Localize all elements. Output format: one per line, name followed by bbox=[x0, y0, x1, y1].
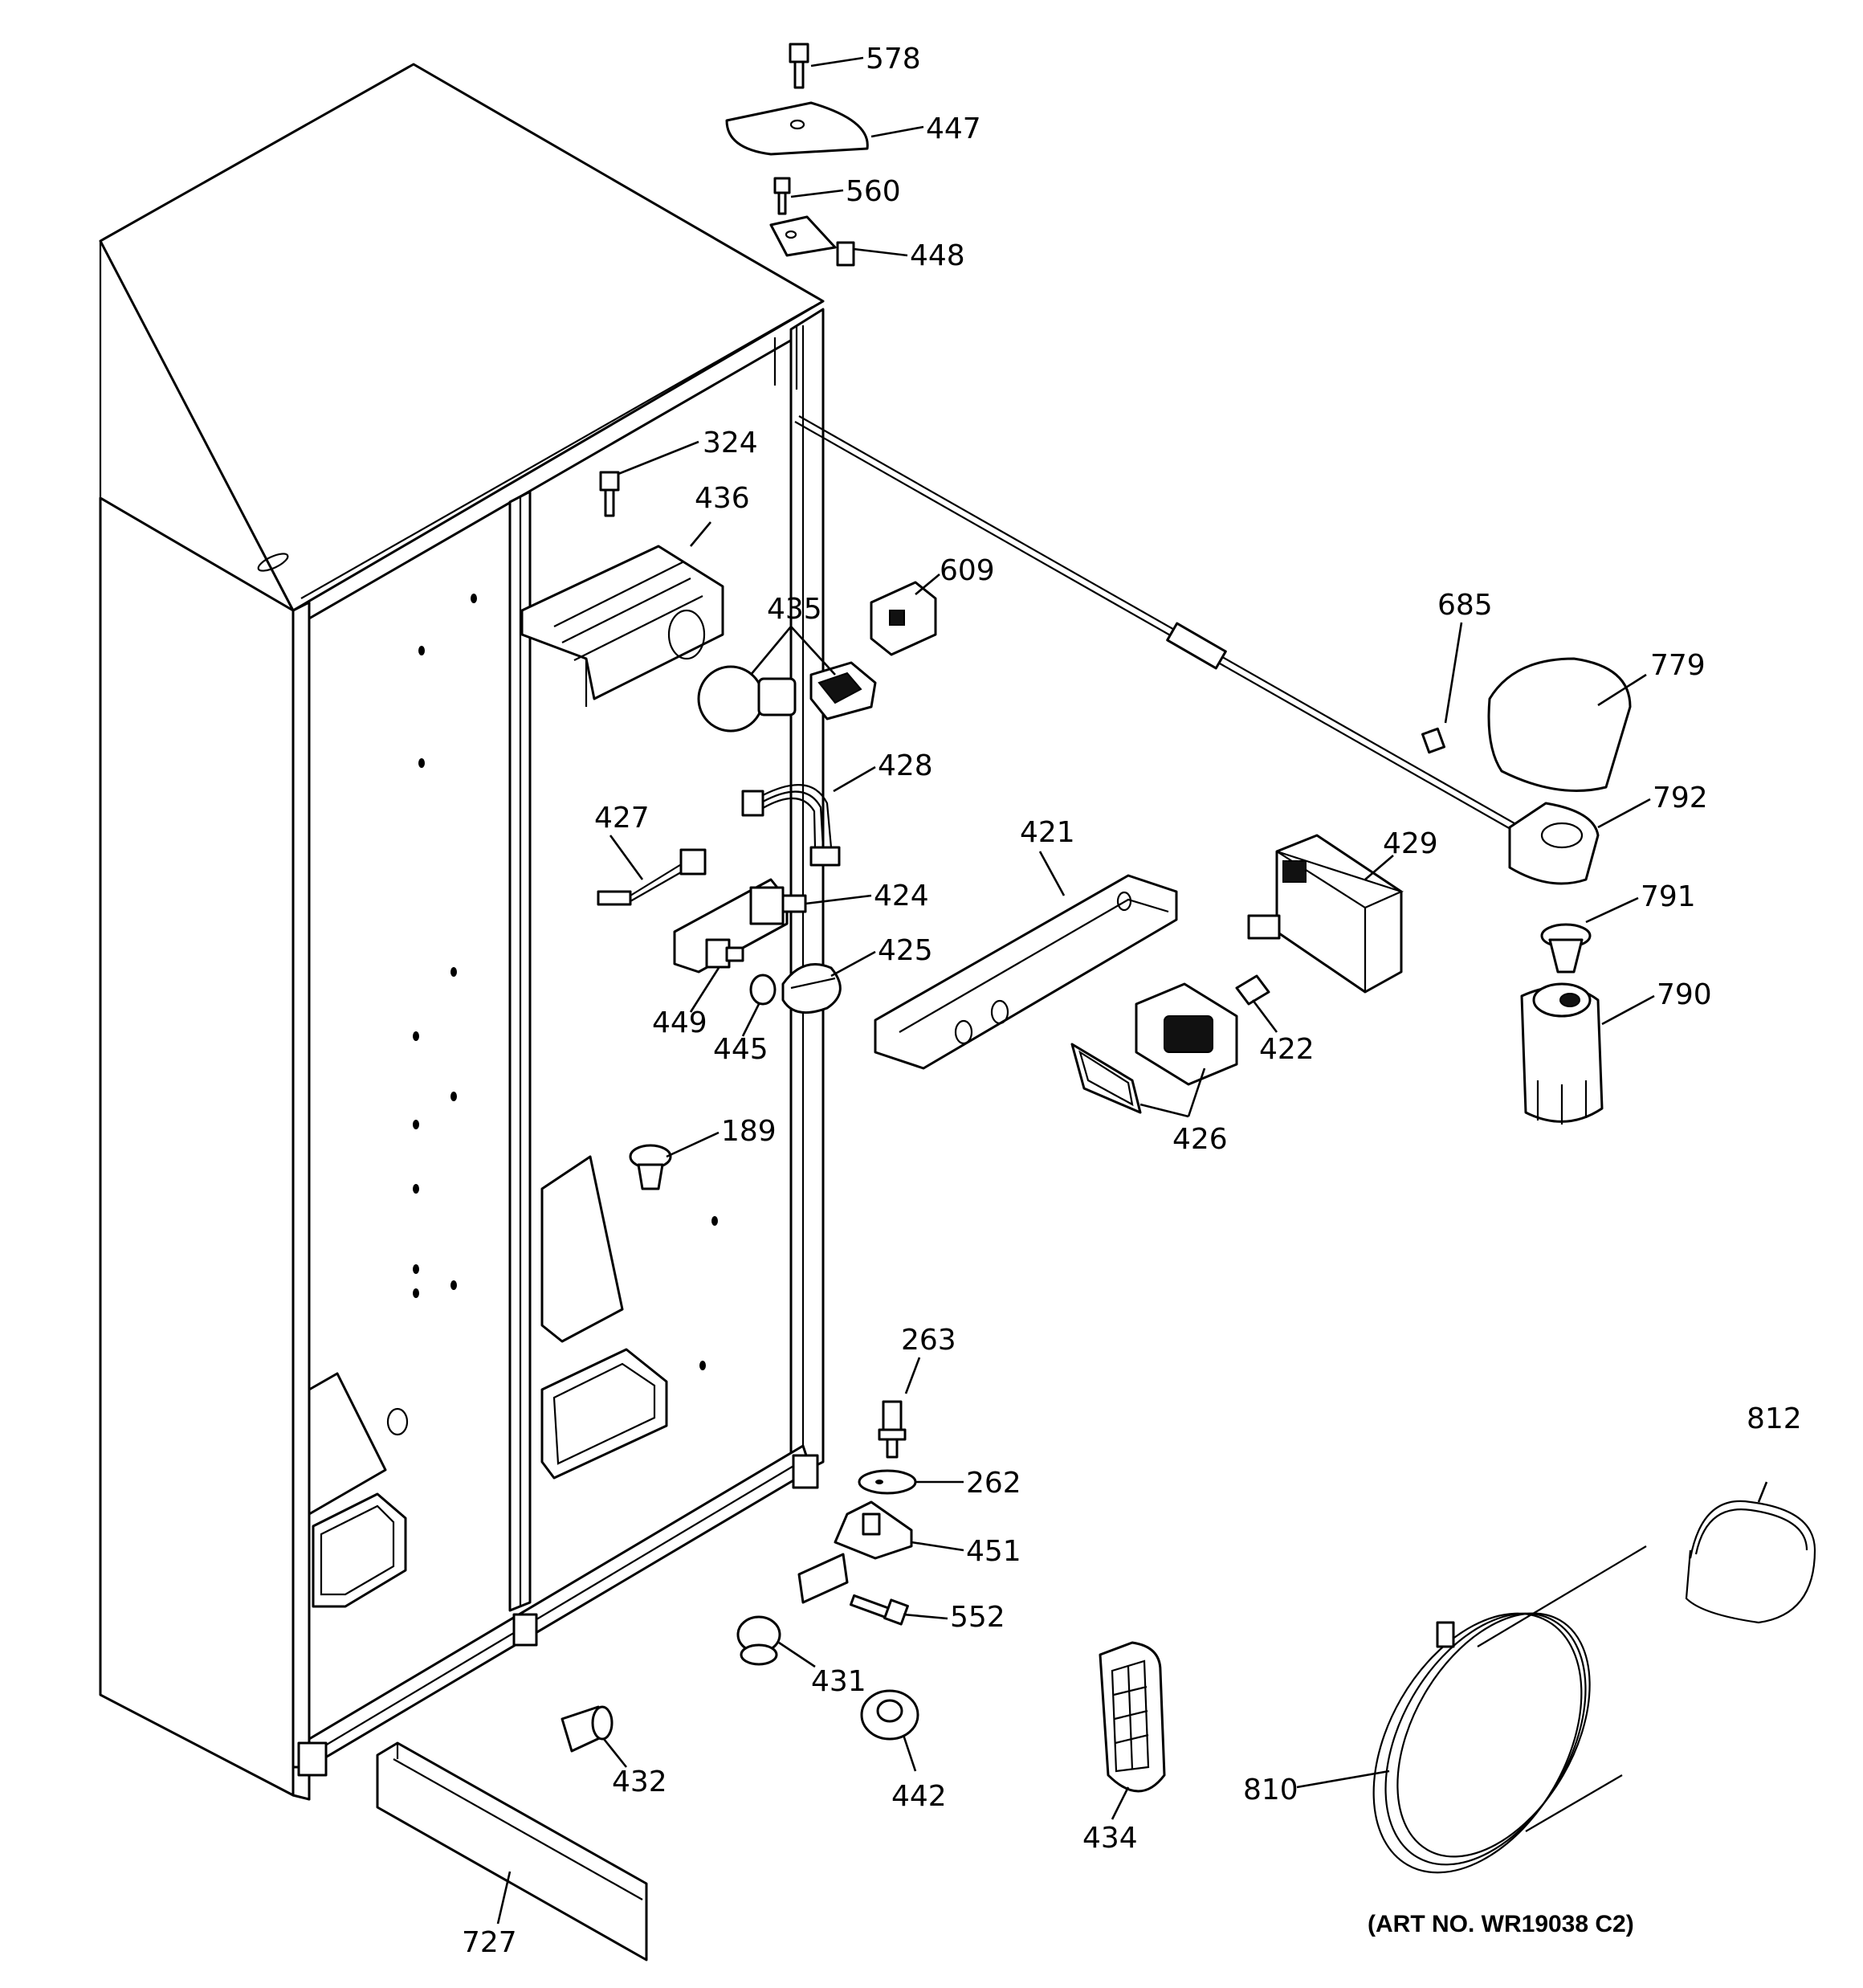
callout-447: 447 bbox=[926, 112, 981, 145]
callout-429: 429 bbox=[1383, 827, 1438, 860]
control-knob-425 bbox=[781, 963, 842, 1014]
grille-434 bbox=[1099, 1641, 1166, 1793]
water-line-810 bbox=[1372, 1545, 1647, 1874]
callout-426: 426 bbox=[1172, 1123, 1228, 1156]
callout-436: 436 bbox=[695, 482, 750, 515]
callout-428: 428 bbox=[878, 749, 933, 782]
dispenser-button-426 bbox=[1070, 982, 1238, 1114]
water-tube bbox=[794, 415, 1527, 836]
leader-lines bbox=[496, 56, 1768, 1925]
dispenser-part-422 bbox=[1235, 974, 1270, 1006]
callout-422: 422 bbox=[1259, 1033, 1315, 1066]
switch-609 bbox=[870, 581, 937, 656]
callout-425: 425 bbox=[878, 934, 933, 967]
top-hinge-448 bbox=[769, 215, 855, 267]
control-424 bbox=[673, 878, 807, 974]
callout-560: 560 bbox=[846, 175, 901, 208]
screw-324 bbox=[599, 471, 620, 517]
callout-263: 263 bbox=[901, 1324, 956, 1357]
callout-451: 451 bbox=[966, 1535, 1021, 1568]
light-socket-435 bbox=[809, 661, 877, 720]
base-grille-727 bbox=[376, 1741, 648, 1961]
callout-424: 424 bbox=[874, 880, 929, 912]
screw-685 bbox=[1421, 727, 1446, 754]
callout-262: 262 bbox=[966, 1467, 1021, 1500]
callout-578: 578 bbox=[866, 43, 921, 76]
callout-449: 449 bbox=[652, 1006, 707, 1039]
callout-812: 812 bbox=[1747, 1402, 1802, 1435]
wire-harness-428 bbox=[741, 784, 841, 867]
dispenser-housing-421 bbox=[874, 874, 1178, 1070]
hinge-cover-447 bbox=[725, 101, 869, 156]
callout-448: 448 bbox=[910, 239, 965, 272]
callout-791: 791 bbox=[1641, 880, 1696, 913]
callout-790: 790 bbox=[1657, 978, 1712, 1011]
hinge-screw-578 bbox=[789, 43, 809, 89]
water-filter-790 bbox=[1520, 982, 1604, 1125]
control-449 bbox=[705, 938, 744, 969]
screw-552 bbox=[850, 1594, 909, 1626]
callout-792: 792 bbox=[1653, 782, 1708, 814]
callout-445: 445 bbox=[713, 1033, 768, 1066]
callout-435: 435 bbox=[767, 593, 822, 626]
callout-685: 685 bbox=[1437, 589, 1493, 622]
bottom-hinge-451 bbox=[797, 1500, 913, 1604]
filter-housing-792 bbox=[1508, 802, 1600, 885]
callout-727: 727 bbox=[462, 1926, 517, 1959]
plug-189 bbox=[629, 1144, 672, 1190]
callout-434: 434 bbox=[1082, 1822, 1138, 1855]
light-bulb-435 bbox=[697, 665, 797, 733]
hinge-pin-263 bbox=[878, 1400, 907, 1459]
callout-labels: 578 447 560 448 324 436 609 435 685 779 … bbox=[462, 43, 1802, 1959]
washer-262 bbox=[858, 1469, 917, 1495]
filter-bypass-791 bbox=[1540, 923, 1592, 974]
callout-779: 779 bbox=[1650, 649, 1706, 682]
cap-432 bbox=[561, 1705, 614, 1753]
callout-421: 421 bbox=[1020, 816, 1075, 849]
art-number: (ART NO. WR19038 C2) bbox=[1368, 1911, 1634, 1937]
callout-432: 432 bbox=[612, 1766, 667, 1798]
wire-harness-427 bbox=[597, 848, 707, 906]
callout-427: 427 bbox=[594, 802, 650, 835]
callout-442: 442 bbox=[891, 1780, 947, 1813]
hinge-screw-560 bbox=[773, 177, 791, 215]
callout-189: 189 bbox=[721, 1115, 777, 1148]
callout-609: 609 bbox=[940, 554, 995, 587]
roller-431 bbox=[736, 1615, 781, 1666]
foot-442 bbox=[860, 1689, 919, 1741]
callout-431: 431 bbox=[811, 1665, 866, 1698]
callout-552: 552 bbox=[950, 1601, 1005, 1634]
callout-810: 810 bbox=[1243, 1774, 1298, 1806]
light-shield-436 bbox=[520, 545, 724, 707]
refrigerator-cabinet bbox=[99, 63, 825, 1801]
tubing-812 bbox=[1685, 1500, 1816, 1624]
filter-cover-779 bbox=[1487, 657, 1632, 792]
callout-324: 324 bbox=[703, 427, 758, 459]
knob-bushing-445 bbox=[749, 974, 777, 1006]
dispenser-module-429 bbox=[1247, 834, 1404, 994]
